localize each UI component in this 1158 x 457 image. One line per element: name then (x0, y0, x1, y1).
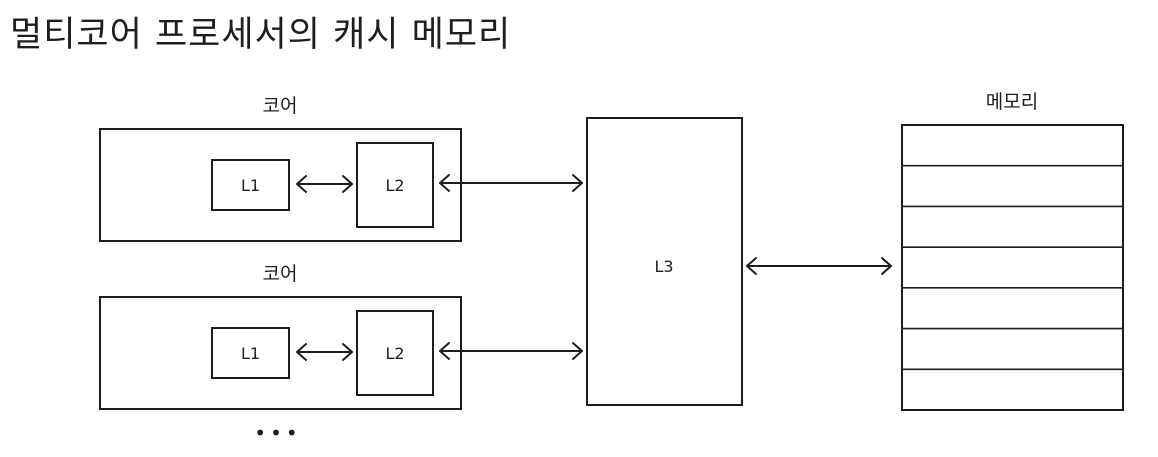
core-1-l2-l3-arrow (439, 174, 583, 192)
core-2-label: 코어 (263, 263, 298, 285)
core-1-l1-box (211, 159, 290, 211)
memory-box (901, 124, 1124, 411)
core-2: 코어 L1 L2 (99, 263, 583, 410)
l3-label: L3 (654, 257, 673, 276)
core-1-box (99, 128, 462, 242)
core-2-l2-box (356, 310, 434, 396)
l3-cache: L3 (586, 117, 743, 406)
core-1-l2-label: L2 (385, 176, 404, 195)
memory-rows (902, 164, 1123, 371)
l3-memory-arrow (746, 257, 892, 275)
core-1: 코어 L1 L2 (99, 95, 583, 242)
core-2-box (99, 296, 462, 410)
l3-box (586, 117, 743, 406)
memory: 메모리 (901, 91, 1124, 411)
more-cores-indicator: ••• (254, 421, 301, 445)
core-1-l1-label: L1 (241, 176, 260, 195)
memory-label: 메모리 (986, 91, 1038, 113)
core-2-l2-l3-arrow (439, 342, 583, 360)
core-2-l2-label: L2 (385, 344, 404, 363)
core-1-l1-l2-arrow (296, 175, 353, 193)
core-1-l2-box (356, 142, 434, 228)
core-2-l1-l2-arrow (296, 343, 353, 361)
diagram-title: 멀티코어 프로세서의 캐시 메모리 (10, 15, 512, 55)
core-2-l1-box (211, 327, 290, 379)
core-2-l1-label: L1 (241, 344, 260, 363)
core-1-label: 코어 (263, 95, 298, 117)
